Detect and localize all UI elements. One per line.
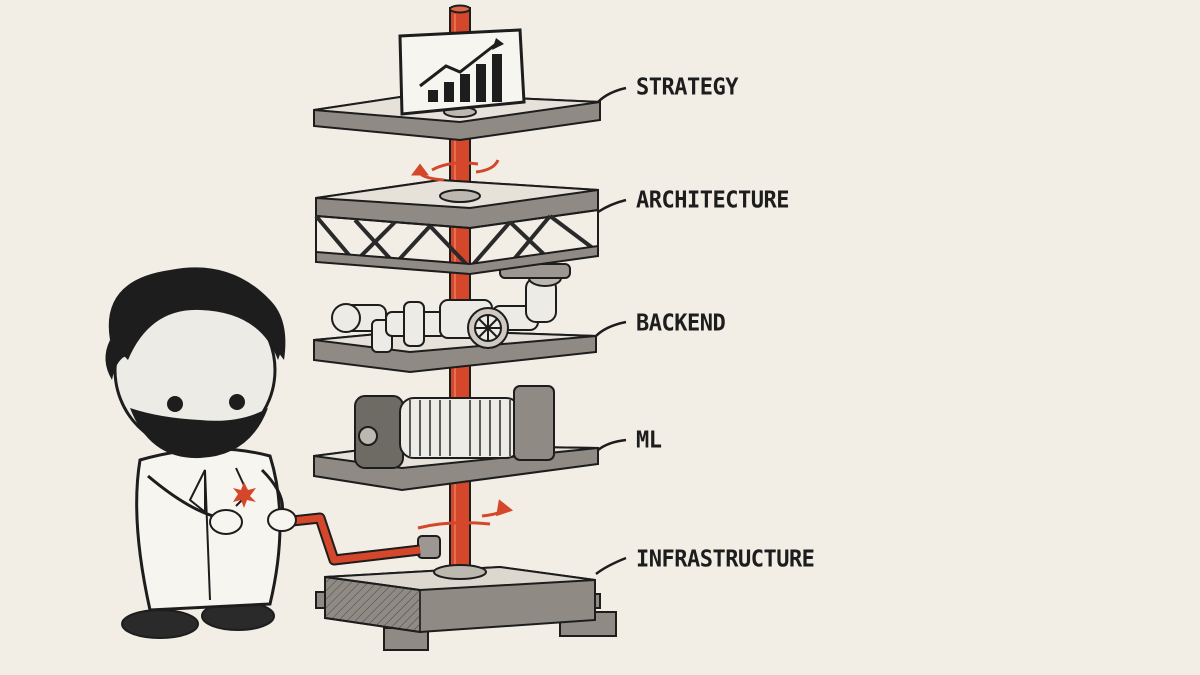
label-infrastructure: INFRASTRUCTURE: [636, 546, 815, 573]
label-strategy: STRATEGY: [636, 74, 738, 101]
engineer-character: [105, 267, 297, 639]
label-backend: BACKEND: [636, 310, 726, 337]
leader-lines: [595, 86, 627, 575]
strategy-platform: [313, 28, 601, 142]
infrastructure-leader: [595, 556, 627, 575]
backend-platform: [313, 263, 597, 374]
label-architecture: ARCHITECTURE: [636, 187, 789, 214]
ml-platform: [313, 385, 599, 492]
winch-drum: [354, 385, 555, 469]
rotation-arrow-icon: [417, 499, 514, 530]
label-ml: ML: [636, 427, 662, 454]
ml-leader: [597, 438, 627, 451]
architecture-leader: [597, 198, 627, 214]
architecture-platform: [314, 178, 600, 276]
backend-leader: [595, 320, 627, 337]
growth-chart-icon: [398, 28, 526, 116]
rotation-arrow-icon: [411, 159, 500, 182]
strategy-leader: [597, 86, 627, 103]
infrastructure-platform: [315, 535, 617, 651]
pipe-assembly: [331, 269, 562, 353]
